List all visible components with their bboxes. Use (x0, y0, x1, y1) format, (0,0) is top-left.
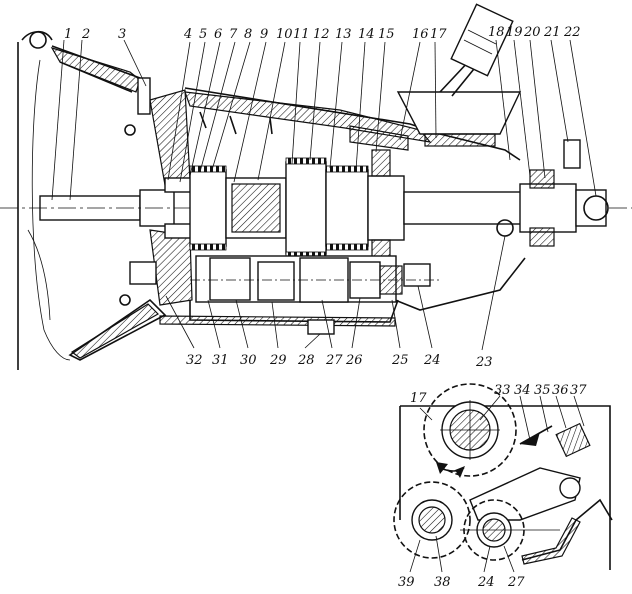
callout-9: 9 (260, 27, 268, 42)
housing-bottom (159, 257, 526, 335)
inset-callout-35: 35 (534, 383, 551, 398)
callout-13: 13 (335, 27, 352, 42)
callout-23: 23 (475, 355, 493, 370)
clutch-housing (17, 30, 167, 370)
callout-17: 17 (430, 27, 447, 42)
inset-callout-24: 24 (477, 575, 495, 590)
callout-27: 27 (325, 353, 343, 368)
inset-callout-38: 38 (434, 575, 451, 590)
callout-2: 2 (81, 27, 90, 42)
callout-24: 24 (423, 353, 441, 368)
callout-15: 15 (378, 27, 395, 42)
inset-callout-27: 27 (507, 575, 525, 590)
callouts-top: 1 2 3 4 5 6 7 8 9 10 11 12 13 14 15 16 1… (64, 25, 581, 42)
callout-21: 21 (543, 25, 561, 40)
callout-14: 14 (358, 27, 375, 42)
callouts-bottom: 32 31 30 29 28 27 26 25 24 23 (186, 353, 493, 370)
inset-shift-arm (469, 467, 581, 521)
inset-callout-36: 36 (552, 383, 569, 398)
main-section: 1 2 3 4 5 6 7 8 9 10 11 12 13 14 15 16 1… (0, 3, 632, 370)
callout-12: 12 (313, 27, 330, 42)
callout-11: 11 (293, 27, 310, 42)
callout-8: 8 (244, 27, 252, 42)
callout-29: 29 (269, 353, 287, 368)
callout-3: 3 (118, 27, 126, 42)
callout-28: 28 (297, 353, 315, 368)
callout-10: 10 (276, 27, 293, 42)
callout-20: 20 (523, 25, 541, 40)
inset-section: 17 33 34 35 36 37 39 38 24 27 (393, 383, 613, 590)
inset-callout-37: 37 (570, 383, 587, 398)
inset-callouts-top: 17 33 34 35 36 37 (410, 383, 587, 406)
leader-lines-top (51, 39, 597, 201)
inset-callout-17: 17 (410, 391, 427, 406)
callout-1: 1 (64, 27, 72, 42)
callout-18: 18 (488, 25, 505, 40)
inset-lower-right-gear (460, 499, 560, 561)
inset-lower-left-gear (393, 481, 471, 559)
inset-callout-33: 33 (494, 383, 511, 398)
callout-16: 16 (412, 27, 429, 42)
shift-lever (396, 3, 522, 147)
inset-callout-39: 39 (398, 575, 415, 590)
inset-callouts-bottom: 39 38 24 27 (398, 575, 525, 590)
output-shaft (403, 139, 609, 247)
callout-5: 5 (199, 27, 207, 42)
callout-22: 22 (563, 25, 581, 40)
callout-25: 25 (391, 353, 409, 368)
callout-32: 32 (186, 353, 203, 368)
inset-callout-34: 34 (514, 383, 531, 398)
main-shaft-gears (189, 149, 405, 267)
callout-30: 30 (240, 353, 257, 368)
countershaft (190, 255, 440, 303)
callout-7: 7 (229, 27, 238, 42)
callout-6: 6 (214, 27, 222, 42)
front-cover (119, 77, 194, 306)
leader-lines-bottom (165, 235, 506, 351)
callout-19: 19 (506, 25, 523, 40)
callout-31: 31 (212, 353, 229, 368)
callout-4: 4 (183, 27, 192, 42)
inset-leader-lines (409, 395, 585, 573)
callout-26: 26 (345, 353, 363, 368)
